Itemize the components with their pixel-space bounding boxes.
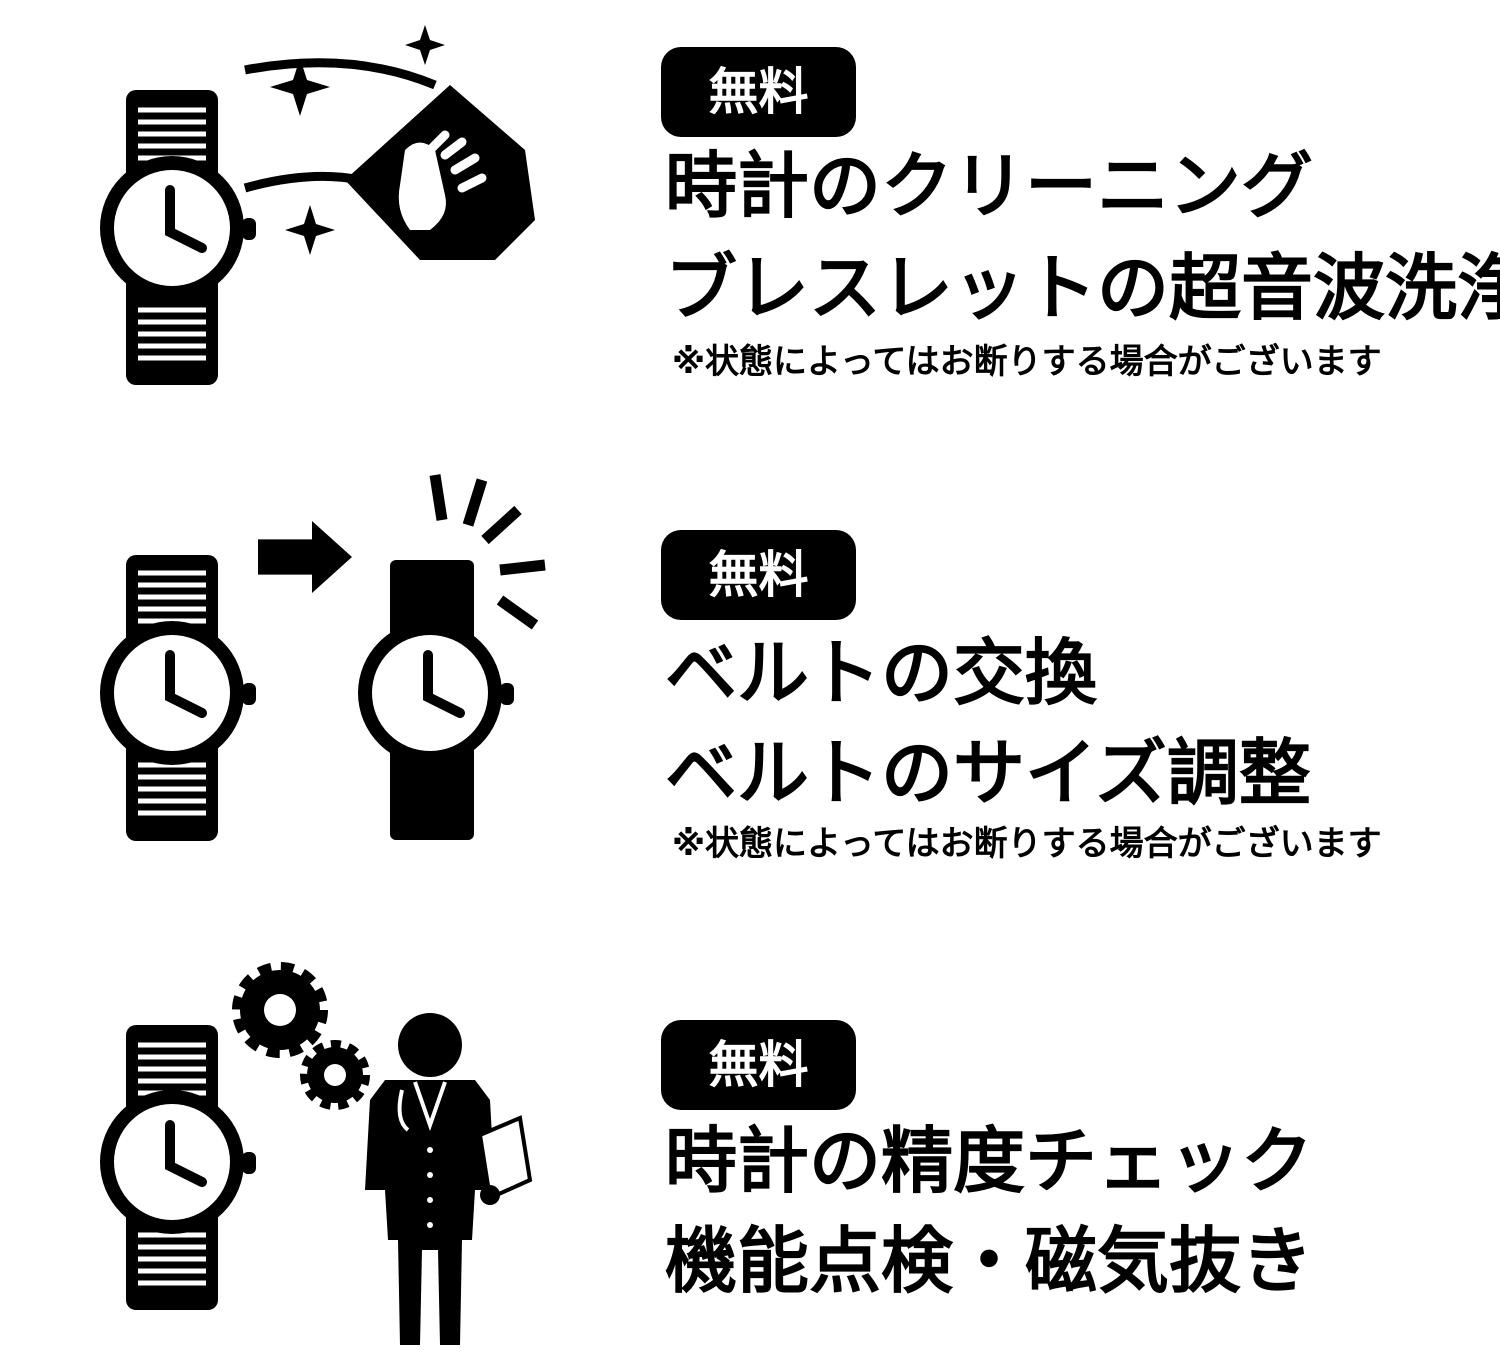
- free-badge: 無料: [661, 530, 856, 620]
- service-title-line2: ベルトのサイズ調整: [665, 731, 1311, 815]
- belt-exchange-icon: [100, 474, 546, 841]
- service-title-line1: 時計のクリーニング: [665, 144, 1314, 228]
- service-belt: 無料 ベルトの交換 ベルトのサイズ調整 ※状態によってはお断りする場合がございま…: [0, 465, 1500, 885]
- service-title-line1: 時計の精度チェック: [665, 1119, 1314, 1203]
- service-title-line1: ベルトの交換: [665, 631, 1098, 715]
- service-title-line2: ブレスレットの超音波洗浄: [665, 246, 1500, 330]
- gear-icon: [232, 962, 370, 1110]
- service-title-line2: 機能点検・磁気抜き: [665, 1219, 1314, 1303]
- service-inspection: 無料 時計の精度チェック 機能点検・磁気抜き: [0, 945, 1500, 1359]
- free-badge: 無料: [661, 1020, 856, 1110]
- watch-cleaning-icon: [100, 25, 535, 385]
- inspection-icon: [100, 962, 533, 1345]
- service-cleaning: 無料 時計のクリーニング ブレスレットの超音波洗浄 ※状態によってはお断りする場…: [0, 0, 1500, 420]
- service-note: ※状態によってはお断りする場合がございます: [672, 342, 1382, 382]
- free-badge: 無料: [661, 47, 856, 137]
- service-note: ※状態によってはお断りする場合がございます: [672, 824, 1382, 864]
